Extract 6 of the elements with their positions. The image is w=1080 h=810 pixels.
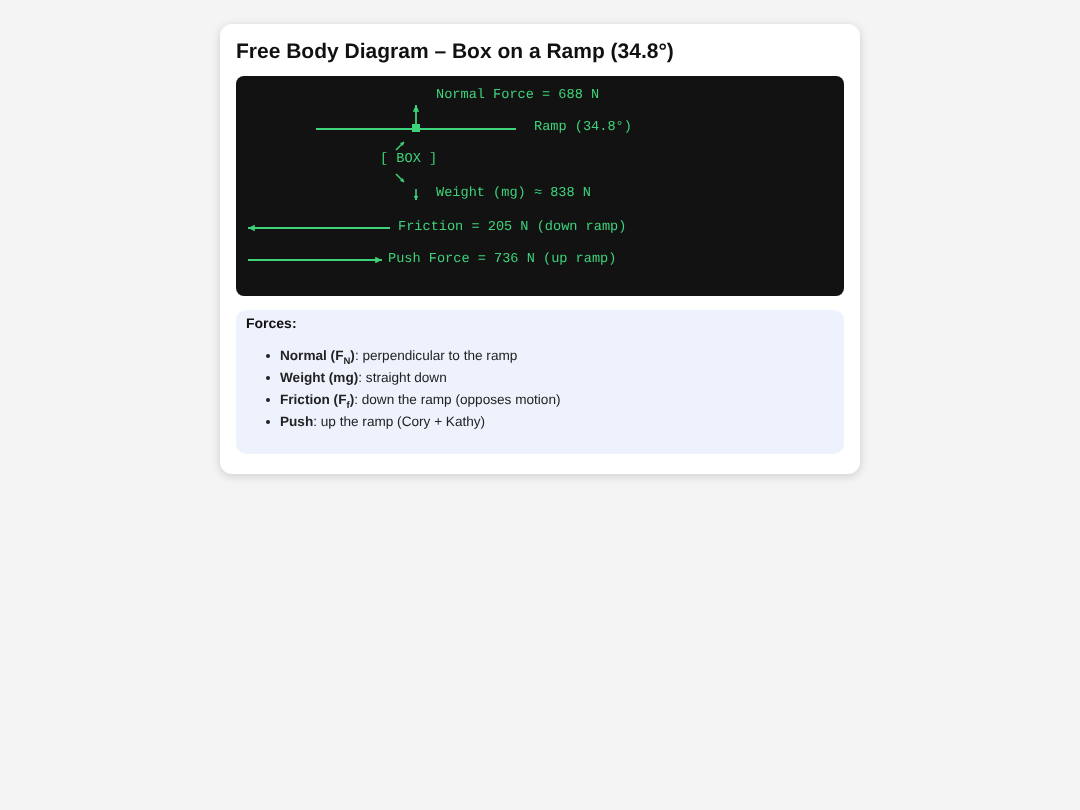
- force-arrow: [247, 224, 391, 232]
- force-arrow: [247, 256, 383, 264]
- force-arrow: [412, 104, 420, 125]
- diagram-title: Free Body Diagram – Box on a Ramp (34.8°): [236, 40, 674, 64]
- diagram-panel: [236, 76, 844, 296]
- info-panel: [236, 310, 844, 454]
